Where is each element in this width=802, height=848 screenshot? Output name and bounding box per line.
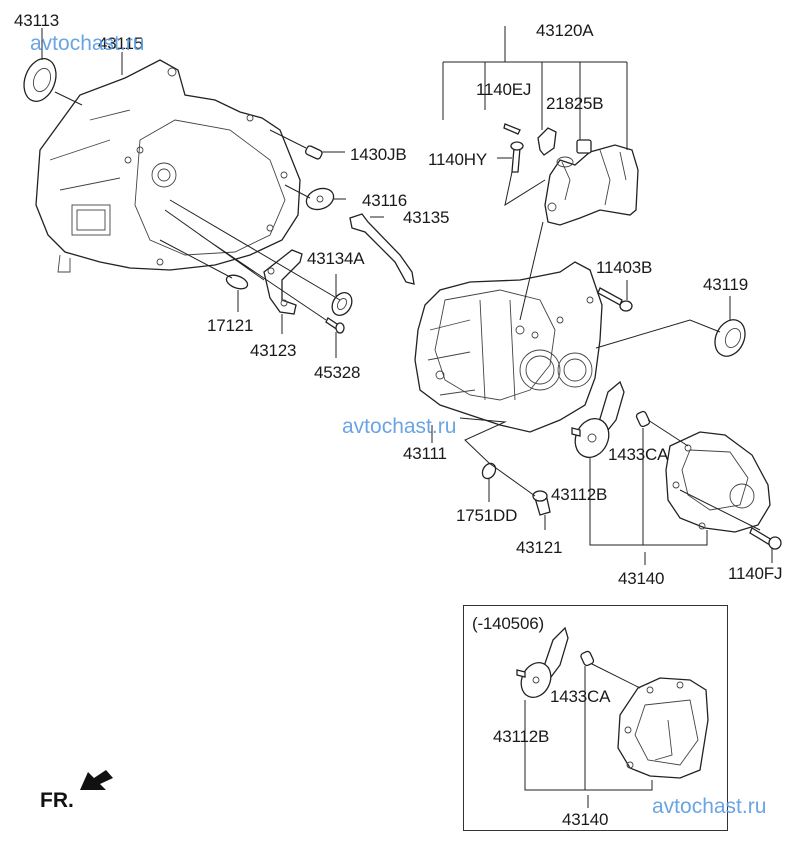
inset-dowel-pin-1433ca-part — [580, 650, 595, 667]
label-43115: 43115 — [98, 34, 144, 53]
mounting-bracket-43120a-part — [503, 123, 639, 226]
bracket-43135-part — [349, 213, 415, 285]
label-1140hy: 1140HY — [428, 150, 487, 169]
label-45328: 45328 — [314, 363, 361, 382]
leader-lines — [41, 26, 773, 565]
label-43113: 43113 — [14, 11, 60, 30]
inset-caption: (-140506) — [472, 614, 544, 633]
inset-label-1433ca: 1433CA — [550, 687, 611, 706]
oil-guide-43116-part — [305, 187, 335, 211]
label-43120a: 43120A — [536, 21, 594, 40]
label-1140ej: 1140EJ — [476, 80, 532, 99]
oil-seal-43119-part — [714, 319, 746, 357]
label-1140fj: 1140FJ — [728, 564, 783, 583]
label-1430jb: 1430JB — [350, 145, 407, 164]
label-43140: 43140 — [618, 569, 665, 588]
washer-1751dd-part — [481, 462, 497, 480]
dowel-pin-1430jb-part — [304, 145, 323, 160]
bolt-1140fj-part — [749, 527, 782, 550]
plate-43112b-part — [571, 380, 625, 458]
oil-seal-43113-part — [23, 58, 57, 102]
label-43121: 43121 — [516, 538, 563, 557]
label-11403b: 11403B — [596, 258, 653, 277]
label-1433ca: 1433CA — [608, 445, 669, 464]
washer-17121-part — [225, 274, 249, 290]
front-direction-label: FR. — [40, 789, 74, 812]
label-43134a: 43134A — [307, 249, 365, 268]
watermark: avtochast.ru — [652, 795, 767, 818]
label-43116: 43116 — [362, 191, 408, 210]
inset-leader-lines — [524, 663, 653, 808]
label-43111: 43111 — [403, 444, 447, 463]
transaxle-case-43111-part — [414, 261, 603, 433]
inset-cover-43140-part — [617, 677, 709, 779]
label-17121: 17121 — [207, 316, 254, 335]
label-43135: 43135 — [403, 208, 450, 227]
inset-label-43140: 43140 — [562, 810, 609, 829]
drain-plug-43121-part — [532, 490, 551, 516]
label-43119: 43119 — [703, 275, 749, 294]
watermark: avtochast.ru — [342, 415, 457, 438]
bolt-45328-part — [325, 317, 345, 334]
clutch-housing-part — [35, 59, 301, 273]
bolt-11403b-part — [597, 287, 633, 312]
dowel-pin-1433ca-part — [635, 410, 651, 428]
inset-plate-43112b-part — [516, 626, 569, 699]
label-43123: 43123 — [250, 341, 297, 360]
label-1751dd: 1751DD — [456, 506, 518, 525]
label-21825b: 21825B — [546, 94, 604, 113]
front-direction-arrow-icon — [80, 770, 113, 790]
label-43112b: 43112B — [551, 485, 608, 504]
inset-box — [463, 605, 728, 831]
watermark: avtochast.ru — [30, 32, 145, 55]
inset-label-43112b: 43112B — [493, 727, 550, 746]
cover-43140-part — [665, 431, 771, 533]
